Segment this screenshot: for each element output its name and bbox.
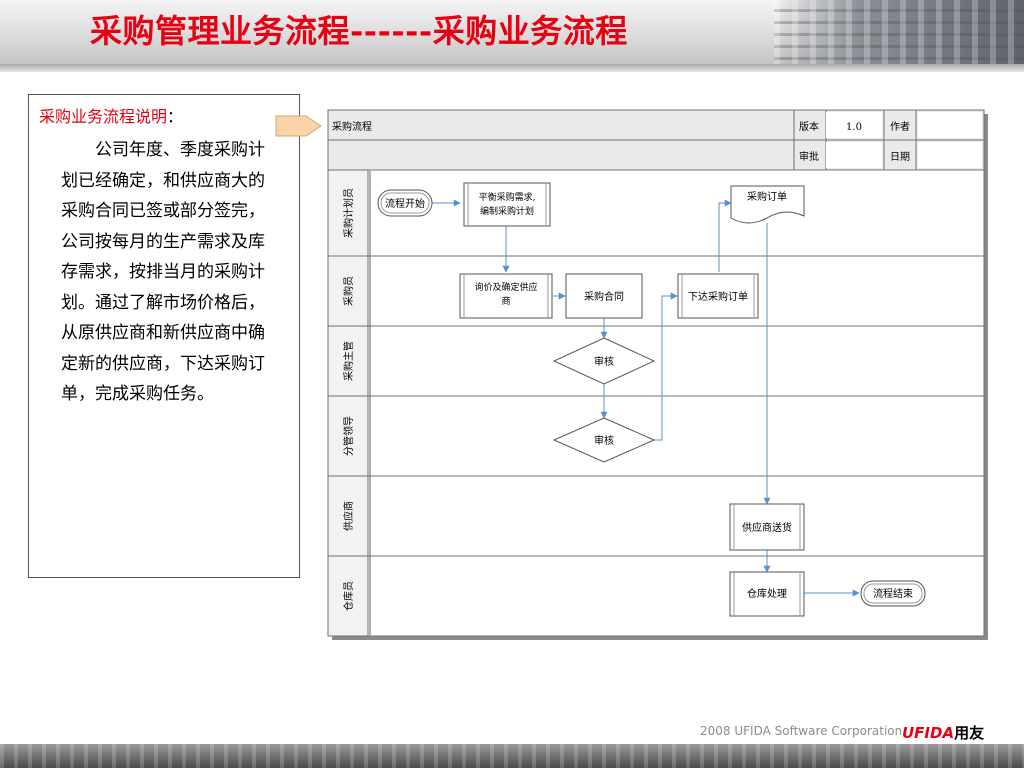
node-issue-order: 下达采购订单 (677, 273, 759, 319)
footer-logo: UFIDA用友 (902, 722, 984, 743)
svg-text:审核: 审核 (594, 355, 614, 368)
svg-text:供应商送货: 供应商送货 (742, 521, 792, 534)
svg-text:流程开始: 流程开始 (385, 197, 425, 210)
svg-text:商: 商 (501, 295, 510, 307)
flow-header-row1 (327, 109, 985, 141)
node-end: 流程结束 (860, 580, 926, 607)
lane-label-supervisor: 采购主管 (342, 341, 355, 381)
pointer-arrow-icon (275, 115, 322, 137)
author-label: 作者 (890, 121, 910, 133)
date-label: 日期 (890, 151, 910, 163)
svg-text:采购计划员: 采购计划员 (342, 188, 355, 238)
description-body: 公司年度、季度采购计划已经确定，和供应商大的采购合同已签或部分签完，公司按每月的… (61, 140, 265, 404)
footer-building-strip (0, 744, 1024, 768)
svg-text:流程结束: 流程结束 (873, 587, 913, 600)
svg-text:询价及确定供应: 询价及确定供应 (474, 281, 537, 293)
lane-label-warehouse: 仓库员 (342, 581, 355, 611)
node-contract: 采购合同 (565, 273, 643, 319)
lane-label-leader: 分管领导 (342, 416, 355, 456)
lane-label-buyer: 采购员 (342, 276, 355, 306)
svg-text:采购员: 采购员 (342, 276, 355, 306)
lane-label-column (327, 169, 369, 637)
footer-logo-text: UFIDA (902, 724, 955, 742)
node-start: 流程开始 (377, 189, 433, 217)
svg-text:供应商: 供应商 (342, 501, 355, 531)
node-balance-plan: 平衡采购需求, 编制采购计划 (463, 182, 551, 227)
svg-text:编制采购计划: 编制采购计划 (480, 205, 534, 217)
svg-text:采购主管: 采购主管 (342, 341, 355, 381)
page-title: 采购管理业务流程------采购业务流程 (90, 12, 628, 50)
lane-label-planner: 采购计划员 (342, 188, 355, 238)
footer-copyright: 2008 UFIDA Software Corporation (700, 724, 903, 738)
svg-text:仓库处理: 仓库处理 (747, 587, 787, 600)
flow-name: 采购流程 (332, 120, 372, 133)
svg-text:平衡采购需求,: 平衡采购需求, (479, 191, 536, 203)
svg-text:采购合同: 采购合同 (584, 290, 624, 303)
description-heading: 采购业务流程说明： (39, 103, 183, 127)
node-review-2: 审核 (552, 417, 656, 463)
node-supplier-delivery: 供应商送货 (729, 503, 805, 551)
version-value: 1.0 (846, 122, 862, 133)
svg-text:下达采购订单: 下达采购订单 (688, 290, 748, 303)
flow-header-row2 (327, 139, 985, 171)
description-heading-text: 采购业务流程说明 (39, 107, 168, 126)
description-panel: 采购业务流程说明： 公司年度、季度采购计划已经确定，和供应商大的采购合同已签或部… (28, 94, 300, 578)
lane-label-supplier: 供应商 (342, 501, 355, 531)
header-banner (0, 0, 1024, 72)
svg-text:采购订单: 采购订单 (747, 190, 787, 203)
node-inquiry: 询价及确定供应 商 (459, 273, 553, 319)
version-label: 版本 (799, 120, 819, 133)
svg-text:审核: 审核 (594, 434, 614, 447)
node-order-doc: 采购订单 (730, 185, 805, 224)
node-review-1: 审核 (552, 337, 656, 385)
approve-label: 审批 (799, 150, 819, 163)
building-image (774, 0, 1024, 72)
header-divider (0, 64, 1024, 72)
node-warehouse: 仓库处理 (729, 571, 805, 617)
flowchart: 采购流程 版本 1.0 作者 审批 日期 采购计划员 采购员 采购主管 分管领导… (327, 109, 988, 640)
flow-frame (327, 109, 985, 637)
footer-logo-cn: 用友 (954, 724, 985, 742)
description-heading-colon: ： (167, 107, 184, 126)
svg-text:分管领导: 分管领导 (342, 416, 355, 456)
svg-text:仓库员: 仓库员 (342, 581, 355, 611)
connectors (432, 199, 860, 597)
